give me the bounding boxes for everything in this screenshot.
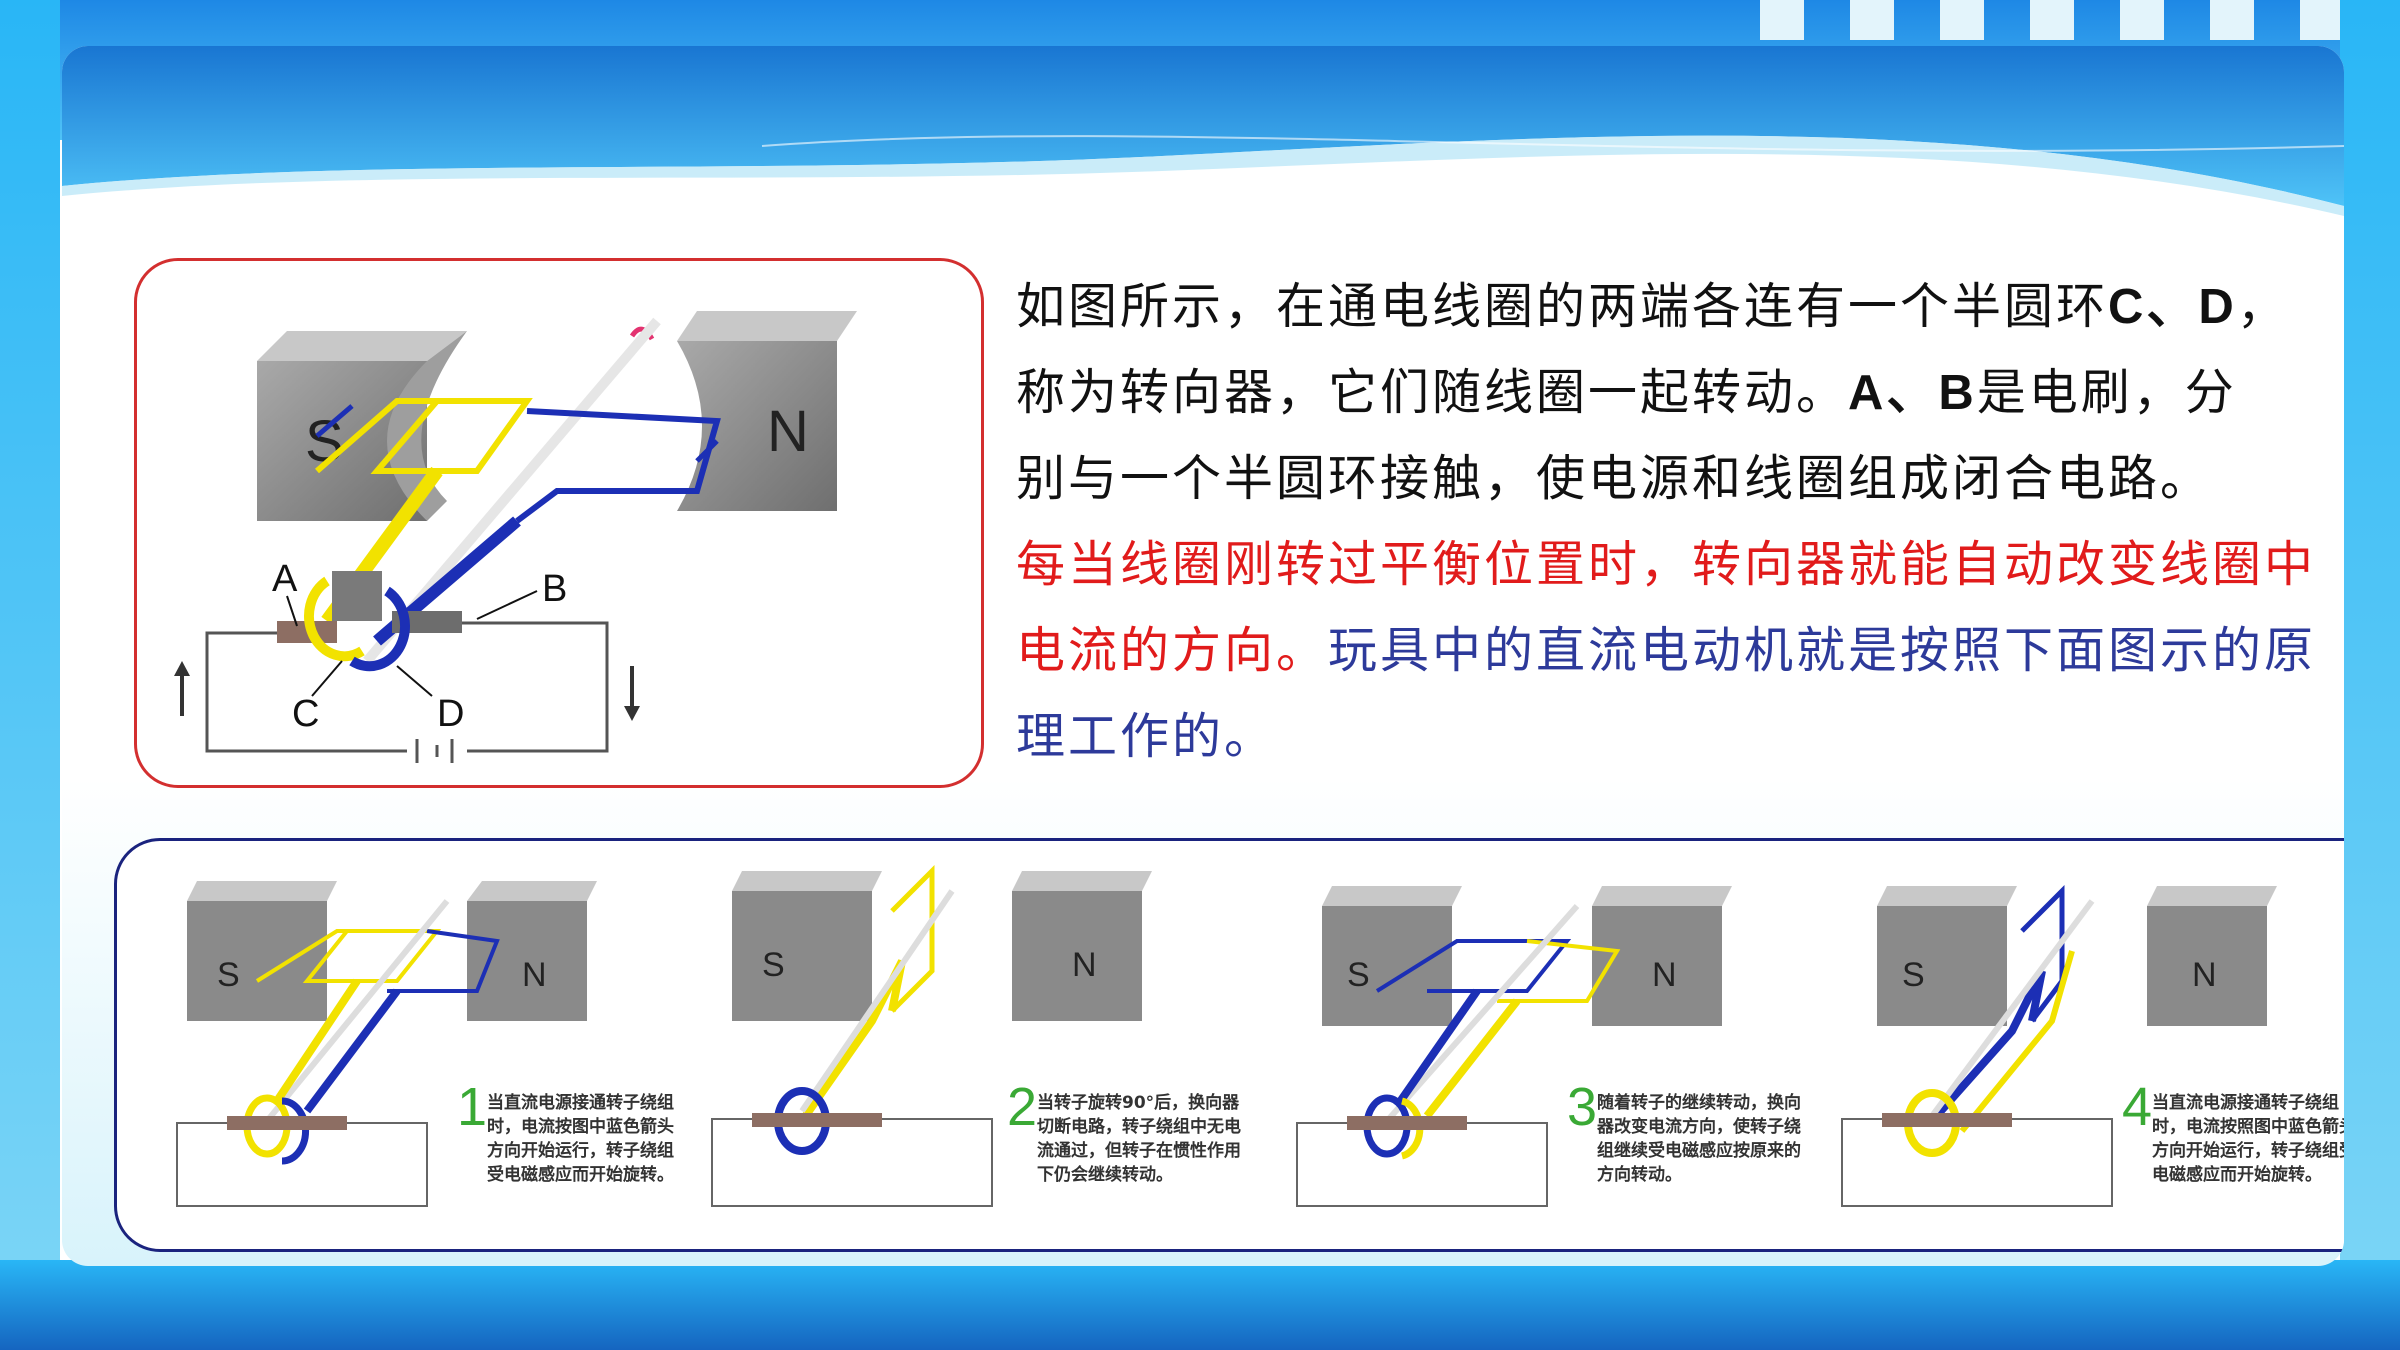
explanation-paragraph: 如图所示，在通电线圈的两端各连有一个半圆环C、D， 称为转向器，它们随线圈一起转… — [1016, 264, 2336, 780]
step-2-s: S — [762, 946, 785, 984]
motor-diagram: S N — [134, 258, 984, 788]
step-3-n: N — [1652, 956, 1677, 994]
step-3: S N 3 随着转子的继续转动，换向器改变电流方向，使转子绕组继续受电磁感应按原… — [1267, 851, 1827, 1241]
step-2-number: 2 — [1007, 1077, 1038, 1137]
header-squares — [1700, 0, 2400, 40]
step-3-text: 随着转子的继续转动，换向器改变电流方向，使转子绕组继续受电磁感应按原来的方向转动… — [1597, 1093, 1801, 1185]
para-line2-b: 是电刷，分 — [1976, 364, 2237, 421]
step-2-text: 当转子旋转90°后，换向器切断电路，转子绕组中无电流通过，但转子在惯性作用下仍会… — [1037, 1093, 1241, 1185]
step-1-text: 当直流电源接通转子绕组时，电流按图中蓝色箭头方向开始运行，转子绕组受电磁感应而开… — [487, 1093, 674, 1185]
label-b: B — [542, 568, 567, 610]
current-arrow-icon — [315, 404, 354, 438]
steps-panel: S N 1 当直流电源接通转子绕组时，电流按图中蓝色箭头方向开始运行，转子绕组受… — [114, 838, 2344, 1252]
n-label: N — [767, 399, 809, 464]
content-card: S N — [62, 46, 2344, 1266]
step-4: S N 4 当直流电源接通转子绕组时，电流按照图中蓝色箭头方向开始运行，转子绕组… — [1822, 851, 2344, 1241]
step-4-s: S — [1902, 956, 1925, 994]
step-4-diagram: S N — [1841, 884, 2277, 1207]
blue-coil — [515, 408, 721, 524]
para-line3: 别与一个半圆环接触，使电源和线圈组成闭合电路。 — [1016, 450, 2213, 507]
step-2: S N 2 当转子旋转90°后，换向器切断电路，转子绕组中无电流通过，但转子在惯… — [692, 851, 1252, 1241]
para-line1-end: ， — [2236, 278, 2289, 335]
left-border — [0, 0, 60, 1350]
step-2-diagram: S N — [711, 864, 1152, 1207]
step-1-number: 1 — [457, 1077, 488, 1137]
para-line2-ab: A、B — [1848, 366, 1977, 420]
motor-diagram-svg: S N — [174, 311, 857, 763]
step-3-s: S — [1347, 956, 1370, 994]
step-1: S N 1 当直流电源接通转子绕组时，电流按图中蓝色箭头方向开始运行，转子绕组受… — [137, 851, 697, 1241]
para-red-text: 每当线圈刚转过平衡位置时，转向器就能自动改变线圈中电流的方向。 — [1016, 536, 2317, 679]
para-line1-a: 如图所示，在通电线圈的两端各连有一个半圆环 — [1016, 278, 2109, 335]
current-arrow-icon-2 — [695, 439, 719, 463]
step-4-number: 4 — [2122, 1077, 2153, 1137]
commutator-c — [304, 576, 365, 662]
commutator-body — [332, 571, 382, 621]
s-magnet: S — [257, 331, 467, 521]
step-3-diagram: S N — [1296, 886, 1732, 1207]
step-4-text: 当直流电源接通转子绕组时，电流按照图中蓝色箭头方向开始运行，转子绕组受电磁感应而… — [2152, 1093, 2344, 1185]
label-a: A — [272, 558, 298, 600]
label-c: C — [292, 693, 319, 735]
para-blue-text: 玩具中的直流电动机就是按照下面图示的原理工作的。 — [1016, 622, 2317, 765]
n-magnet: N — [677, 311, 857, 511]
step-3-number: 3 — [1567, 1077, 1598, 1137]
footer-band — [0, 1260, 2400, 1350]
right-border — [2340, 0, 2400, 1350]
step-1-n: N — [522, 956, 547, 994]
header-wave — [62, 46, 2344, 216]
step-2-n: N — [1072, 946, 1097, 984]
para-line2-a: 称为转向器，它们随线圈一起转动。 — [1016, 364, 1849, 421]
step-1-s: S — [217, 956, 240, 994]
yellow-coil — [315, 398, 533, 474]
label-d: D — [437, 693, 464, 735]
step-1-diagram: S N — [176, 881, 597, 1207]
step-4-n: N — [2192, 956, 2217, 994]
para-line1-cd: C、D — [2108, 280, 2237, 334]
commutator-d — [349, 586, 410, 672]
